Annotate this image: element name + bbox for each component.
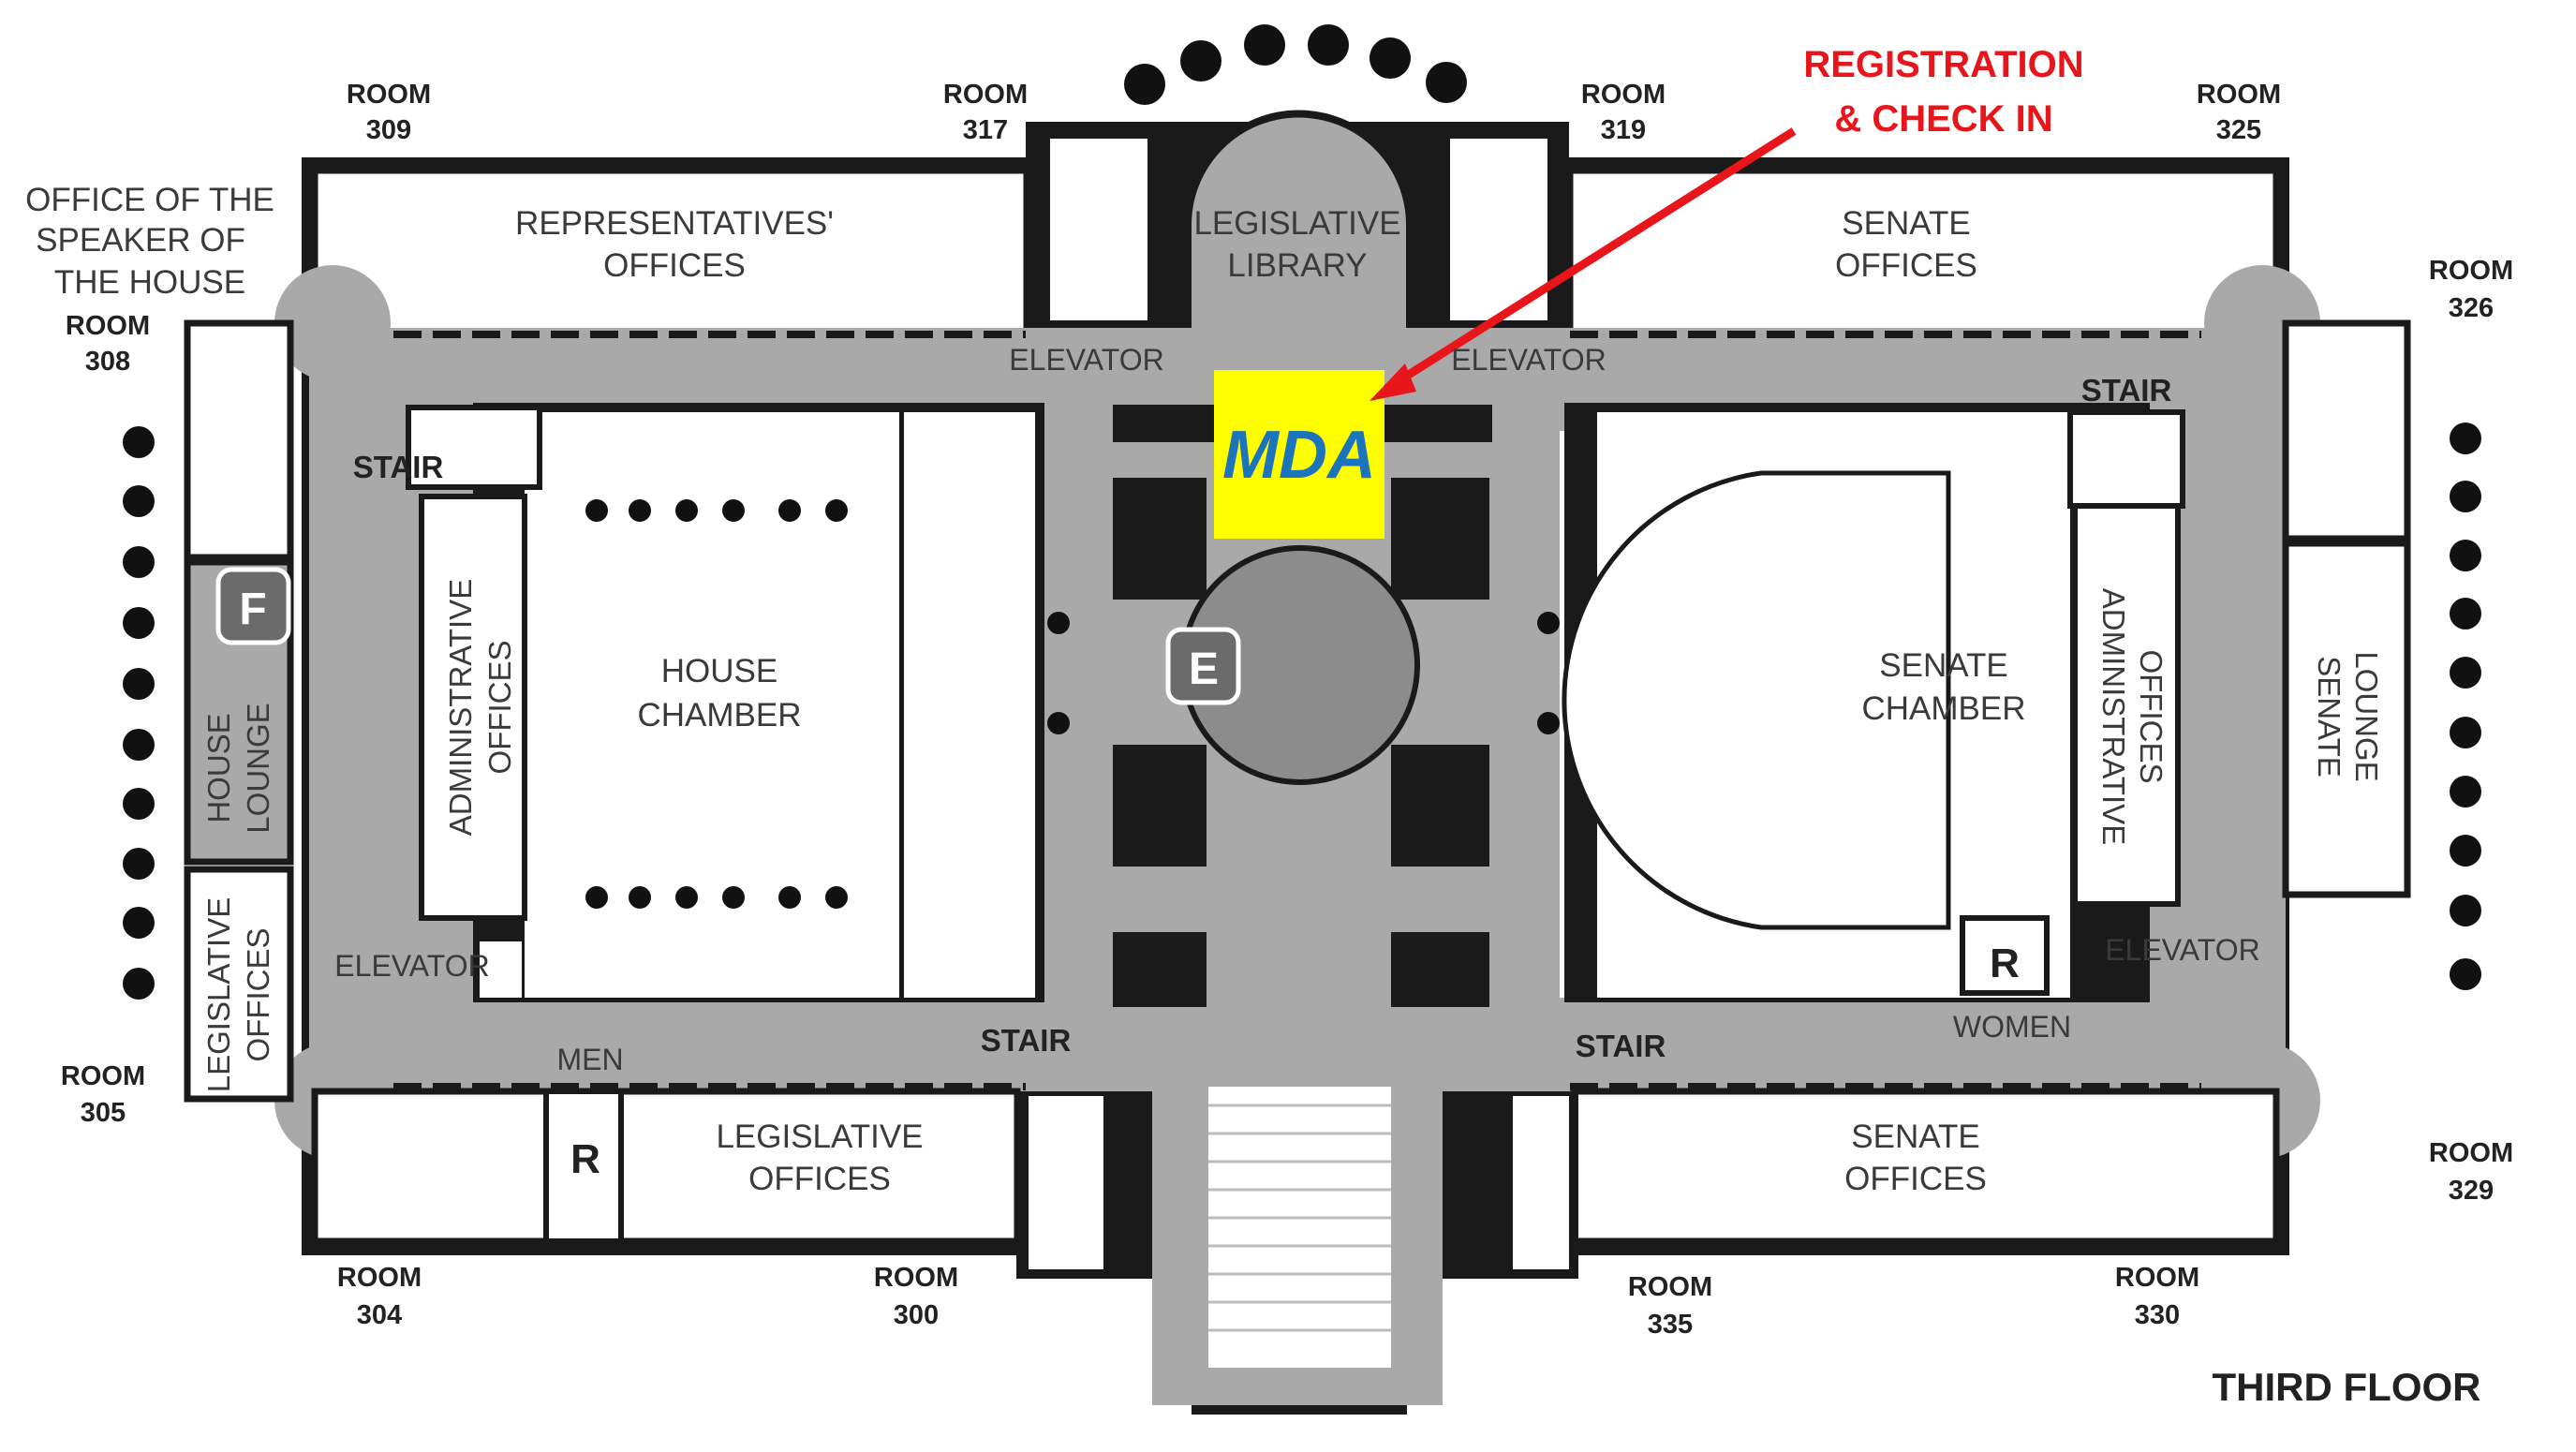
admin-left-label: ADMINISTRATIVE [443, 579, 478, 836]
stair-label-right: STAIR [2081, 373, 2172, 407]
callout-line1: REGISTRATION [1803, 44, 2083, 85]
stair-bottom-left [1029, 1096, 1103, 1269]
room-330-number: 330 [2135, 1300, 2180, 1330]
senate-lounge-label: SENATE [2312, 656, 2347, 778]
admin-right-label: ADMINISTRATIVE [2096, 588, 2131, 845]
rep-offices-label-2: OFFICES [603, 247, 746, 284]
legislative-library [1184, 110, 1414, 341]
stair-left [406, 405, 542, 490]
room-300-label: ROOM [874, 1263, 958, 1293]
room-335-label: ROOM [1628, 1272, 1712, 1302]
restroom-men-icon: R [570, 1136, 600, 1182]
room-304-number: 304 [357, 1300, 402, 1330]
top-columns [1124, 24, 1467, 105]
left-columns [123, 426, 155, 1000]
senate-lounge-label-2: LOUNGE [2349, 651, 2384, 781]
floor-title: THIRD FLOOR [2213, 1365, 2481, 1409]
stair-label-left: STAIR [353, 450, 444, 484]
leg-offices-left-label: LEGISLATIVE [201, 897, 236, 1092]
callout-line2: & CHECK IN [1834, 98, 2052, 140]
room-305-number: 305 [81, 1098, 126, 1128]
room-326-label: ROOM [2429, 256, 2513, 286]
senate-offices-bottom-label-2: OFFICES [1844, 1161, 1987, 1197]
leg-offices-bottom-label: LEGISLATIVE [716, 1119, 923, 1155]
house-chamber-label-2: CHAMBER [637, 697, 801, 733]
elevator-label-top-right: ELEVATOR [1451, 343, 1606, 377]
elevator-label-top-left: ELEVATOR [1009, 343, 1163, 377]
room-325-label: ROOM [2197, 80, 2281, 110]
leg-offices-bottom-label-2: OFFICES [748, 1161, 891, 1197]
room-317-label: ROOM [943, 80, 1028, 110]
restroom-women [1960, 915, 2050, 996]
room-309-number: 309 [366, 115, 411, 145]
rep-offices-label: REPRESENTATIVES' [515, 205, 834, 242]
women-label: WOMEN [1953, 1010, 2071, 1044]
room-329-label: ROOM [2429, 1138, 2513, 1168]
room-300-number: 300 [894, 1300, 939, 1330]
leg-offices-left-label-2: OFFICES [241, 927, 275, 1061]
house-chamber-label: HOUSE [661, 653, 777, 689]
stair-label-bottom-left: STAIR [981, 1023, 1072, 1058]
admin-right-label-2: OFFICES [2134, 649, 2169, 783]
restroom-women-icon: R [1990, 941, 2020, 986]
speaker-office-label-3: THE HOUSE [54, 264, 245, 301]
room-325-number: 325 [2216, 115, 2261, 145]
senate-chamber-label-2: CHAMBER [1861, 690, 2025, 727]
speaker-office-label-2: SPEAKER OF [36, 222, 245, 259]
room-335-number: 335 [1648, 1310, 1693, 1340]
library-label: LEGISLATIVE [1193, 205, 1400, 242]
senate-offices-top-label-2: OFFICES [1835, 247, 1977, 284]
senate-chamber-label: SENATE [1879, 647, 2007, 684]
speaker-office-label: OFFICE OF THE [25, 182, 274, 218]
room-319-label: ROOM [1581, 80, 1666, 110]
exhibit-icon-box [1165, 627, 1241, 705]
legislative-offices-bottom [311, 1088, 1021, 1245]
exhibit-icon: E [1189, 645, 1219, 694]
food-icon: F [239, 585, 266, 634]
elevator-label-left: ELEVATOR [334, 949, 489, 983]
house-lounge-label-2: LOUNGE [241, 703, 275, 833]
room-309-label: ROOM [347, 80, 431, 110]
library-label-2: LIBRARY [1227, 247, 1367, 284]
senate-chamber [1562, 470, 1951, 930]
callout-arrow [1384, 127, 1797, 393]
house-lounge-label: HOUSE [201, 713, 236, 822]
room-329-number: 329 [2449, 1176, 2494, 1206]
senate-offices-bottom-label: SENATE [1851, 1119, 1979, 1155]
senate-offices-bottom [1570, 1088, 2280, 1245]
senate-lounge [2282, 540, 2411, 898]
restroom-men [543, 1089, 624, 1244]
men-label: MEN [556, 1043, 623, 1076]
room-330-label: ROOM [2115, 1263, 2199, 1293]
room-305-label: ROOM [61, 1061, 145, 1091]
mda-logo-box [1214, 370, 1384, 539]
room-304-label: ROOM [337, 1263, 422, 1293]
stair-bottom-right [1513, 1096, 1569, 1269]
senate-offices-top-label: SENATE [1842, 205, 1970, 242]
legislative-offices-left [184, 866, 294, 1103]
stair-right [2067, 409, 2185, 509]
room-308-label: ROOM [66, 311, 150, 341]
food-icon-box [215, 567, 291, 645]
stair-label-bottom-right: STAIR [1576, 1029, 1666, 1063]
elevator-label-right: ELEVATOR [2105, 933, 2259, 967]
room-308-number: 308 [85, 347, 130, 377]
mda-logo: MDA [1222, 418, 1376, 493]
room-317-number: 317 [963, 115, 1008, 145]
admin-left-label-2: OFFICES [482, 640, 517, 774]
room-319-number: 319 [1601, 115, 1646, 145]
senate-offices-top [1566, 167, 2280, 338]
room-326-number: 326 [2449, 293, 2494, 323]
right-columns [2450, 422, 2481, 990]
